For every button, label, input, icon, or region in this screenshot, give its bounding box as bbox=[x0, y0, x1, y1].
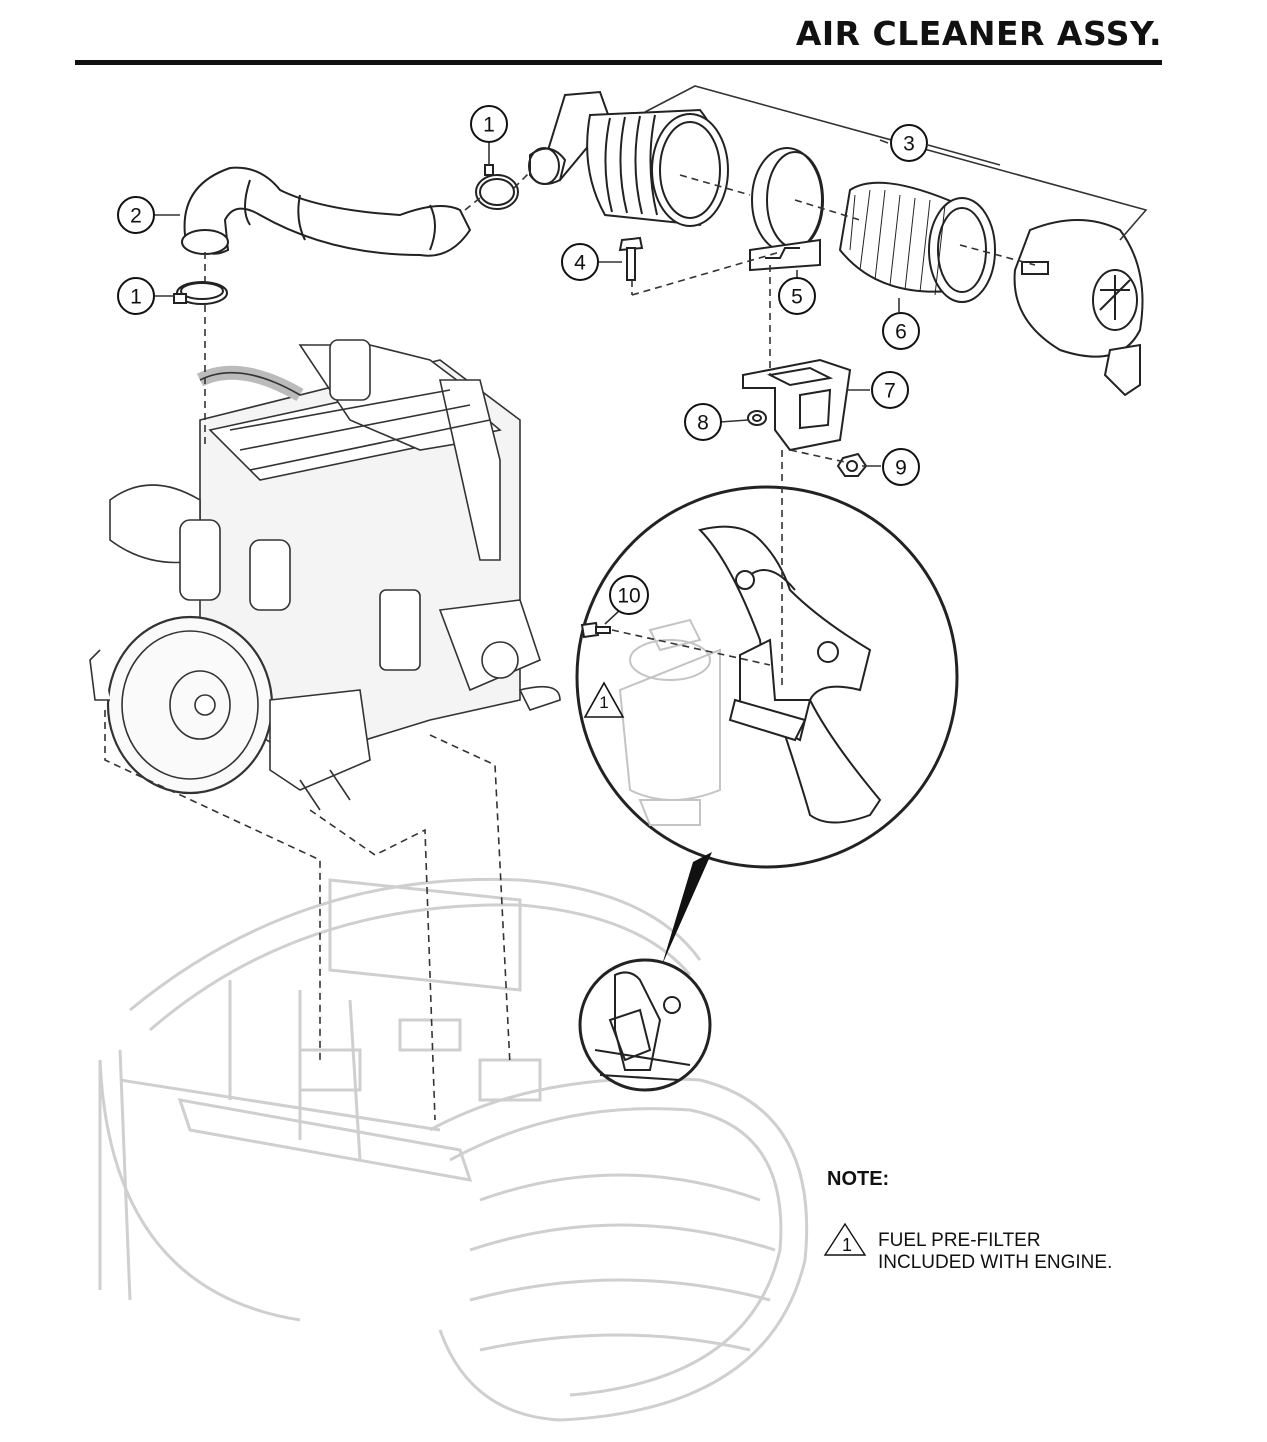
leader-lines bbox=[104, 171, 1036, 1121]
engine-drawing bbox=[89, 339, 561, 811]
bolt bbox=[618, 236, 644, 281]
callout-label-7: 7 bbox=[884, 380, 896, 403]
note-line-2: INCLUDED WITH ENGINE. bbox=[878, 1252, 1113, 1273]
hose-clamp-lower bbox=[173, 281, 228, 305]
title-rule bbox=[75, 60, 1162, 65]
air-cleaner-body bbox=[528, 90, 729, 227]
callout-label-2: 2 bbox=[130, 205, 142, 228]
page-title: AIR CLEANER ASSY. bbox=[795, 14, 1162, 53]
callout-label-1-upper: 1 bbox=[483, 114, 495, 137]
callout-labels: 1 1 2 3 4 5 6 7 8 9 10 bbox=[130, 114, 915, 608]
callout-label-9: 9 bbox=[895, 457, 907, 480]
detail-view-small bbox=[578, 958, 712, 1092]
callout-8 bbox=[684, 403, 722, 441]
note-heading: NOTE: bbox=[827, 1168, 890, 1190]
hose-clamp-upper bbox=[475, 164, 519, 210]
callout-label-8: 8 bbox=[697, 412, 709, 435]
bracket bbox=[742, 358, 852, 452]
callout-10 bbox=[609, 575, 649, 615]
intake-hose bbox=[181, 166, 472, 257]
machine-frame bbox=[98, 877, 809, 1422]
callout-9 bbox=[882, 448, 920, 486]
filter-element bbox=[838, 181, 996, 303]
callouts bbox=[117, 105, 928, 615]
detail-view-large bbox=[575, 485, 959, 869]
nut-8 bbox=[747, 410, 767, 426]
callout-label-1-lower: 1 bbox=[130, 286, 142, 309]
note-marker: 1 bbox=[823, 1222, 867, 1256]
callout-3 bbox=[890, 124, 928, 162]
callout-4 bbox=[561, 243, 599, 281]
callout-label-10: 10 bbox=[617, 585, 640, 608]
note-line-1: FUEL PRE-FILTER bbox=[878, 1230, 1041, 1251]
callout-label-3: 3 bbox=[903, 133, 915, 156]
callout-label-6: 6 bbox=[895, 321, 907, 344]
detail-note-marker: 1 bbox=[583, 681, 625, 718]
callout-label-5: 5 bbox=[791, 286, 803, 309]
detail-pointer bbox=[662, 852, 712, 965]
nut-9 bbox=[836, 452, 868, 477]
callout-1-lower bbox=[117, 277, 155, 315]
mounting-band bbox=[749, 147, 824, 272]
callout-6 bbox=[882, 312, 920, 350]
note-marker-label: 1 bbox=[842, 1235, 852, 1255]
callout-1-upper bbox=[470, 105, 508, 143]
callout-label-4: 4 bbox=[574, 252, 586, 275]
callout-7 bbox=[871, 371, 909, 409]
detail-note-marker-label: 1 bbox=[599, 693, 608, 712]
air-cleaner-cap bbox=[1013, 219, 1144, 397]
callout-5 bbox=[778, 277, 816, 315]
callout-2 bbox=[117, 196, 155, 234]
